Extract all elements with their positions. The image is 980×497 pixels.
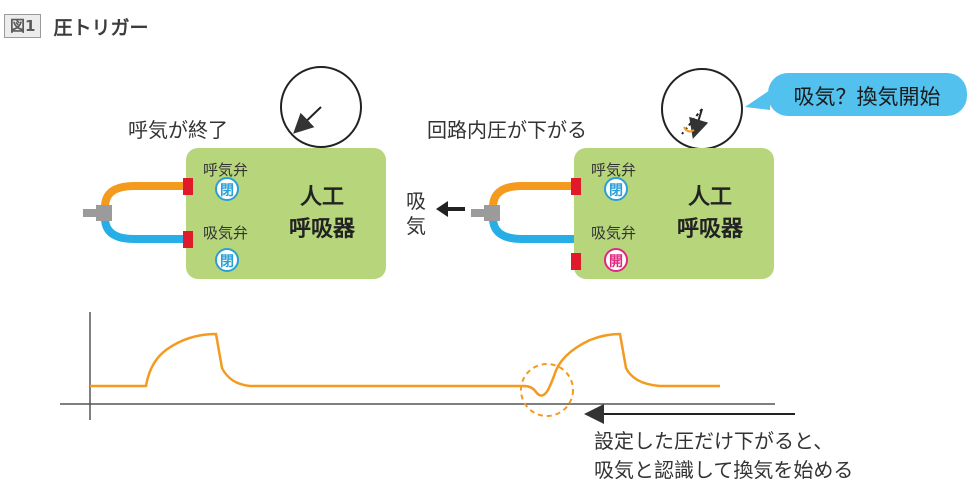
valve-closed-icon: [215, 177, 239, 201]
exhale-valve-marker: [571, 178, 581, 195]
patient-connector: [471, 209, 486, 217]
gauge-needle: [689, 108, 709, 139]
inhale-tube: [489, 217, 574, 243]
waveform-note-line-2: 吸気と認識して換気を始める: [594, 458, 853, 482]
y-connector: [96, 205, 112, 221]
right-valve-bottom-state: 開: [609, 254, 623, 270]
left-valve-top-label: 呼気弁: [203, 161, 248, 179]
right-ventilator-label-1: 人工: [688, 185, 732, 210]
left-pressure-gauge: [280, 66, 362, 148]
figure-title: 圧トリガー: [53, 16, 149, 39]
left-valve-bottom-state: 閉: [220, 254, 234, 270]
right-caption: 回路内圧が下がる: [427, 118, 587, 142]
inhale-char-1: 吸: [406, 189, 426, 213]
left-valve-top-state: 閉: [220, 183, 234, 199]
valve-closed-icon: [215, 248, 239, 272]
inhale-valve-marker: [571, 253, 581, 270]
inhale-valve-marker: [183, 231, 193, 248]
left-ventilator-label-2: 呼吸器: [289, 217, 356, 242]
speech-bubble: 吸気？換気開始: [745, 73, 967, 116]
arrow-left-icon: [436, 201, 448, 217]
right-valve-top-state: 閉: [609, 183, 623, 199]
left-ventilator-label-1: 人工: [300, 185, 344, 210]
speech-bubble-text: 吸気？換気開始: [794, 85, 941, 109]
left-ventilator: 呼気弁 閉 吸気弁 閉 人工 呼吸器: [183, 148, 386, 279]
y-connector: [484, 205, 500, 221]
left-panel: 呼気が終了 呼気弁 閉 吸気弁 閉 人工 呼吸器: [83, 66, 386, 279]
valve-open-icon: [604, 248, 628, 272]
right-valve-top-label: 呼気弁: [591, 161, 636, 179]
figure-number-badge: 図1: [4, 14, 42, 38]
inhale-char-2: 気: [406, 214, 426, 238]
patient-connector: [83, 209, 98, 217]
trigger-highlight-circle: [520, 363, 574, 417]
left-valve-bottom-label: 吸気弁: [203, 224, 248, 242]
left-circuit-tubes: [83, 182, 186, 243]
inhale-tube: [101, 217, 186, 243]
left-caption: 呼気が終了: [128, 118, 228, 142]
right-panel: 回路内圧が下がる 吸気？換気開始 吸 気 呼気弁 閉: [406, 68, 967, 279]
right-ventilator-label-2: 呼吸器: [677, 217, 744, 242]
right-ventilator: 呼気弁 閉 吸気弁 開 人工 呼吸器: [571, 148, 774, 279]
right-pressure-gauge: [661, 68, 743, 150]
right-valve-bottom-label: 吸気弁: [591, 224, 636, 242]
gauge-drop-arrow: [683, 126, 695, 133]
right-circuit-tubes: [471, 182, 574, 243]
exhale-tube: [101, 182, 186, 208]
pressure-curve: [90, 332, 720, 397]
figure-header: 図1 圧トリガー: [4, 12, 148, 40]
gauge-needle: [293, 106, 322, 134]
inhalation-indicator: 吸 気: [406, 189, 465, 238]
ventilator-body: [186, 148, 386, 279]
exhale-tube: [489, 182, 574, 208]
pressure-waveform: 設定した圧だけ下がると、 吸気と認識して換気を始める: [60, 312, 853, 482]
exhale-valve-marker: [183, 178, 193, 195]
valve-closed-icon: [604, 177, 628, 201]
waveform-note-line-1: 設定した圧だけ下がると、: [594, 429, 833, 453]
